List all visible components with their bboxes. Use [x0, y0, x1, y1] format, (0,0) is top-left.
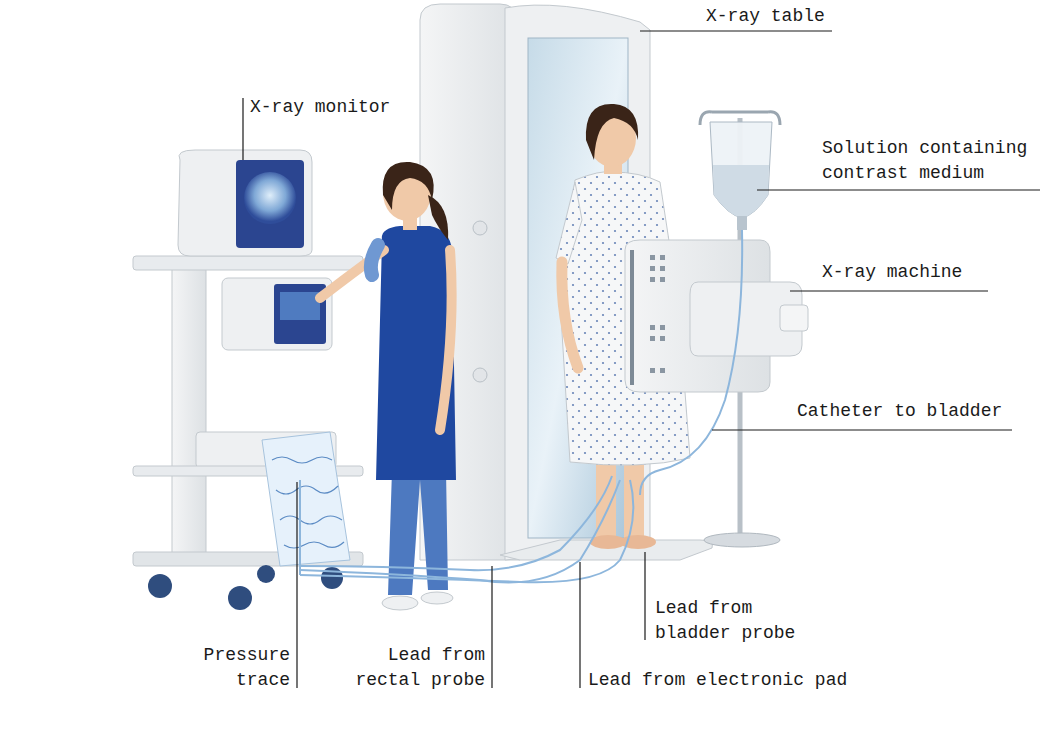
callout-label: Pressure trace [188, 643, 290, 693]
monitor-cart [133, 150, 363, 610]
pressure-trace-paper [262, 432, 350, 566]
callout-label: X-ray monitor [250, 95, 420, 120]
callout-label: Solution containing contrast medium [822, 136, 1042, 186]
callout-label: X-ray machine [822, 260, 992, 285]
tubes-and-leads [300, 230, 742, 583]
callout-label: Lead from bladder probe [655, 596, 810, 646]
callout-label: Catheter to bladder [797, 399, 1017, 424]
callout-label: X-ray table [706, 4, 846, 29]
xray-machine [625, 240, 808, 392]
technician-figure [320, 162, 456, 610]
callout-label: Lead from rectal probe [343, 643, 485, 693]
callout-label: Lead from electronic pad [588, 668, 888, 693]
leader-lines [243, 31, 1040, 688]
